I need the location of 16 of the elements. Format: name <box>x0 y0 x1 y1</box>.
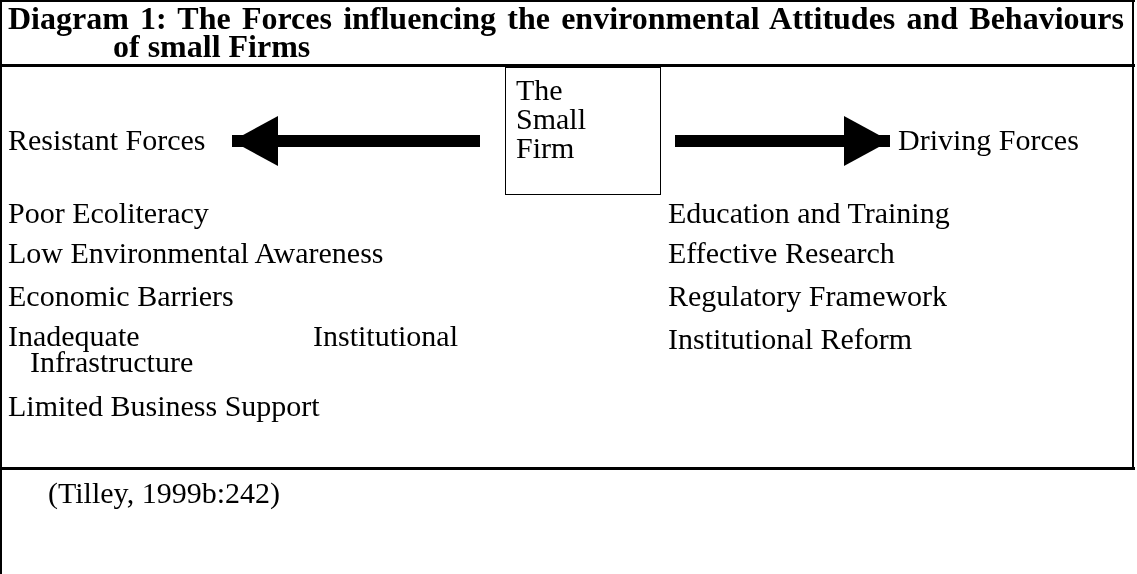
force-item: Inadequate Institutional Infrastructure <box>8 323 458 375</box>
process-box: The Small Firm <box>505 67 661 195</box>
arrow <box>675 116 890 166</box>
force-item: Limited Business Support <box>8 390 320 422</box>
arrow <box>232 116 480 166</box>
force-label: Driving Forces <box>898 123 1128 159</box>
force-item: Education and Training <box>668 197 950 229</box>
force-item: Low Environmental Awareness <box>8 237 384 269</box>
force-item: Poor Ecoliteracy <box>8 197 209 229</box>
force-item: Institutional Reform <box>668 323 913 355</box>
force-item: Effective Research <box>668 237 895 269</box>
diagram-title: Diagram 1: The Forces influencing the environmental Attitudes and Behaviours of small Firms <box>8 4 1124 60</box>
force-label: Resistant Forces <box>8 123 230 159</box>
source-citation: (Tilley, 1999b:242) <box>48 476 280 510</box>
force-item: Regulatory Framework <box>668 280 948 312</box>
force-item: Economic Barriers <box>8 280 234 312</box>
